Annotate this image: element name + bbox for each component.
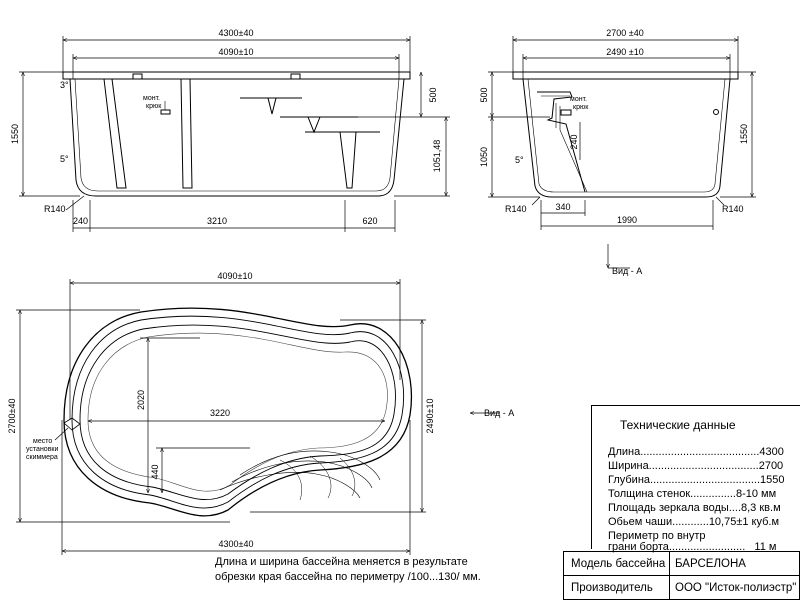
end-total-width: 2700 ±40	[606, 28, 643, 38]
mount-hook-label-2: крюк	[146, 103, 162, 110]
plan-inner-width: 4090±10	[218, 271, 253, 281]
angle-top: 3°	[60, 80, 69, 90]
end-depth-top: 500	[479, 87, 489, 102]
spec-perimeter-2: грани борта......................... 11 …	[608, 541, 777, 553]
end-step: 240	[569, 134, 579, 149]
maker-label-cell: Производитель	[563, 575, 670, 600]
plan-dimensions	[16, 279, 500, 555]
angle-bottom: 5°	[60, 154, 69, 164]
size-note-line-1: Длина и ширина бассейна меняется в резул…	[215, 556, 468, 568]
end-angle: 5°	[515, 155, 524, 165]
maker-value: ООО "Исток-полиэстр"	[675, 582, 797, 594]
side-total-width: 4300±40	[219, 28, 254, 38]
end-mount-hook-1: монт.	[570, 96, 587, 103]
plan-length: 3220	[210, 408, 230, 418]
spec-water-area: Площадь зеркала воды....8,3 кв.м	[608, 502, 781, 514]
end-view	[512, 71, 739, 198]
end-radius-right: R140	[722, 204, 744, 214]
end-depth-lower: 1050	[479, 147, 489, 167]
side-radius: R140	[44, 204, 66, 214]
skimmer-label-3: скиммера	[26, 454, 58, 461]
technical-data-title: Технические данные	[620, 418, 736, 432]
side-dimensions	[19, 36, 450, 232]
spec-width: Ширина..................................…	[608, 460, 784, 472]
side-inner-width: 4090±10	[219, 47, 254, 57]
skimmer-label-1: место	[33, 438, 52, 445]
side-step-depth: 500	[428, 87, 438, 102]
plan-step: 440	[150, 464, 160, 479]
plan-depth: 2020	[136, 390, 146, 410]
side-wall-height: 1051,48	[432, 140, 442, 173]
side-view	[62, 71, 411, 197]
size-note-line-2: обрезки края бассейна по периметру /100.…	[215, 571, 481, 583]
model-value: БАРСЕЛОНА	[675, 558, 746, 570]
bottom-right-dim: 620	[362, 216, 377, 226]
size-note: Длина и ширина бассейна меняется в резул…	[215, 555, 481, 585]
plan-view	[63, 307, 412, 517]
end-dimensions	[488, 36, 756, 269]
plan-total-width: 4300±40	[219, 539, 254, 549]
end-mount-hook-2: крюк	[573, 104, 589, 111]
spec-wall-thickness: Толщина стенок...............8-10 мм	[608, 488, 777, 500]
spec-length: Длина...................................…	[608, 446, 784, 458]
view-a-label-top: Вид - А	[612, 266, 642, 276]
spec-depth: Глубина.................................…	[608, 474, 785, 486]
side-height: 1550	[10, 124, 20, 144]
mount-hook-label-1: монт.	[143, 95, 160, 102]
view-a-label-plan: Вид - А	[484, 408, 514, 418]
end-radius-left: R140	[505, 204, 527, 214]
end-inner-width: 2490 ±10	[606, 47, 643, 57]
end-height: 1550	[739, 124, 749, 144]
plan-total-height: 2700±40	[7, 399, 17, 434]
end-bottom-left: 340	[555, 202, 570, 212]
maker-label: Производитель	[571, 582, 653, 594]
model-value-cell: БАРСЕЛОНА	[669, 551, 800, 576]
skimmer-label-2: установки	[26, 446, 58, 453]
end-bottom-mid: 1990	[617, 215, 637, 225]
plan-inner-height: 2490±10	[425, 399, 435, 434]
spec-volume: Обьем чаши............10,75±1 куб.м	[608, 516, 780, 528]
maker-value-cell: ООО "Исток-полиэстр"	[669, 575, 800, 600]
technical-data-panel: Технические данные Длина................…	[591, 405, 800, 553]
bottom-mid-dim: 3210	[207, 216, 227, 226]
bottom-left-dim: 240	[73, 216, 88, 226]
model-label: Модель бассейна	[571, 558, 666, 570]
model-label-cell: Модель бассейна	[563, 551, 670, 576]
spec-perimeter-1: Периметр по внутр	[608, 530, 706, 542]
